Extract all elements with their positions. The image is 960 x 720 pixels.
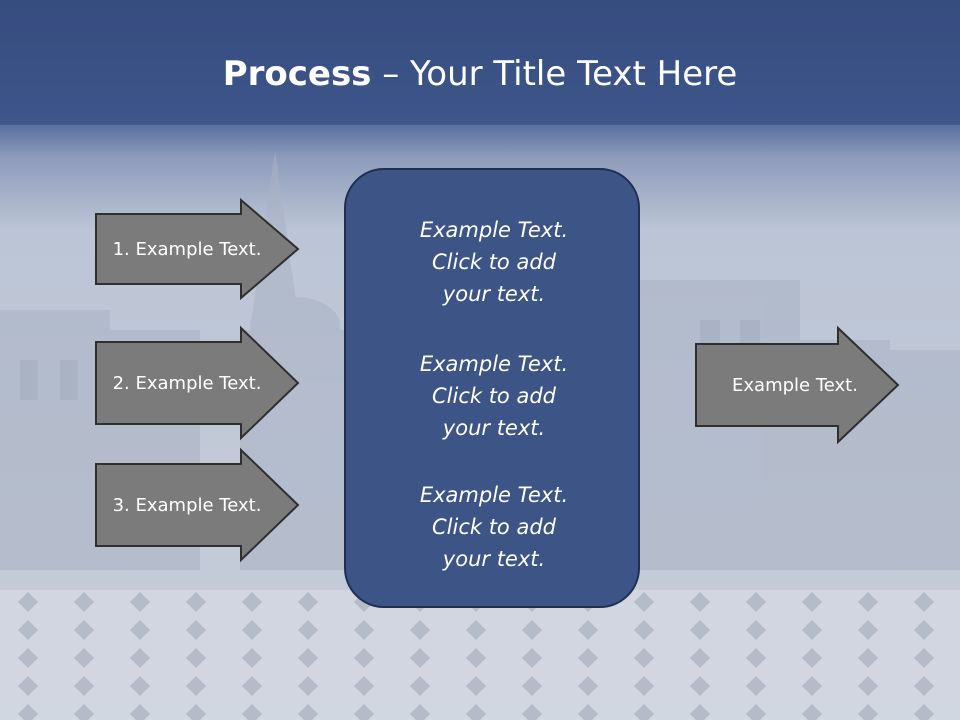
slide-title[interactable]: Process – Your Title Text Here xyxy=(0,52,960,96)
step-label-3: 3. Example Text. xyxy=(112,494,262,516)
center-item-3-line-2: Click to add xyxy=(431,515,556,539)
step-arrow-1[interactable]: 1. Example Text. xyxy=(95,197,300,301)
center-item-1-line-1: Example Text. xyxy=(419,218,569,242)
step-arrow-3[interactable]: 3. Example Text. xyxy=(95,447,300,563)
center-item-2-line-3: your text. xyxy=(442,416,546,440)
center-item-2-line-1: Example Text. xyxy=(419,352,569,376)
center-item-3-line-3: your text. xyxy=(442,547,546,571)
step-label-1: 1. Example Text. xyxy=(112,238,262,260)
step-label-2: 2. Example Text. xyxy=(112,372,262,394)
title-rest: – Your Title Text Here xyxy=(371,54,738,94)
center-content-box[interactable]: Example Text. Click to add your text. Ex… xyxy=(344,168,640,608)
right-arrow-shape xyxy=(95,325,300,441)
right-arrow-shape xyxy=(95,197,300,301)
output-label: Example Text. xyxy=(732,374,858,396)
right-arrow-shape xyxy=(95,447,300,563)
center-item-1-line-3: your text. xyxy=(442,282,546,306)
title-bold: Process xyxy=(222,54,372,94)
right-arrow-shape xyxy=(695,325,900,445)
center-item-1-line-2: Click to add xyxy=(431,250,556,274)
center-item-3: Example Text. Click to add your text. xyxy=(346,479,642,575)
center-item-2-line-2: Click to add xyxy=(431,384,556,408)
center-item-3-line-1: Example Text. xyxy=(419,483,569,507)
output-arrow[interactable]: Example Text. xyxy=(695,325,900,445)
step-arrow-2[interactable]: 2. Example Text. xyxy=(95,325,300,441)
center-item-2: Example Text. Click to add your text. xyxy=(346,348,642,444)
center-item-1: Example Text. Click to add your text. xyxy=(346,214,642,310)
